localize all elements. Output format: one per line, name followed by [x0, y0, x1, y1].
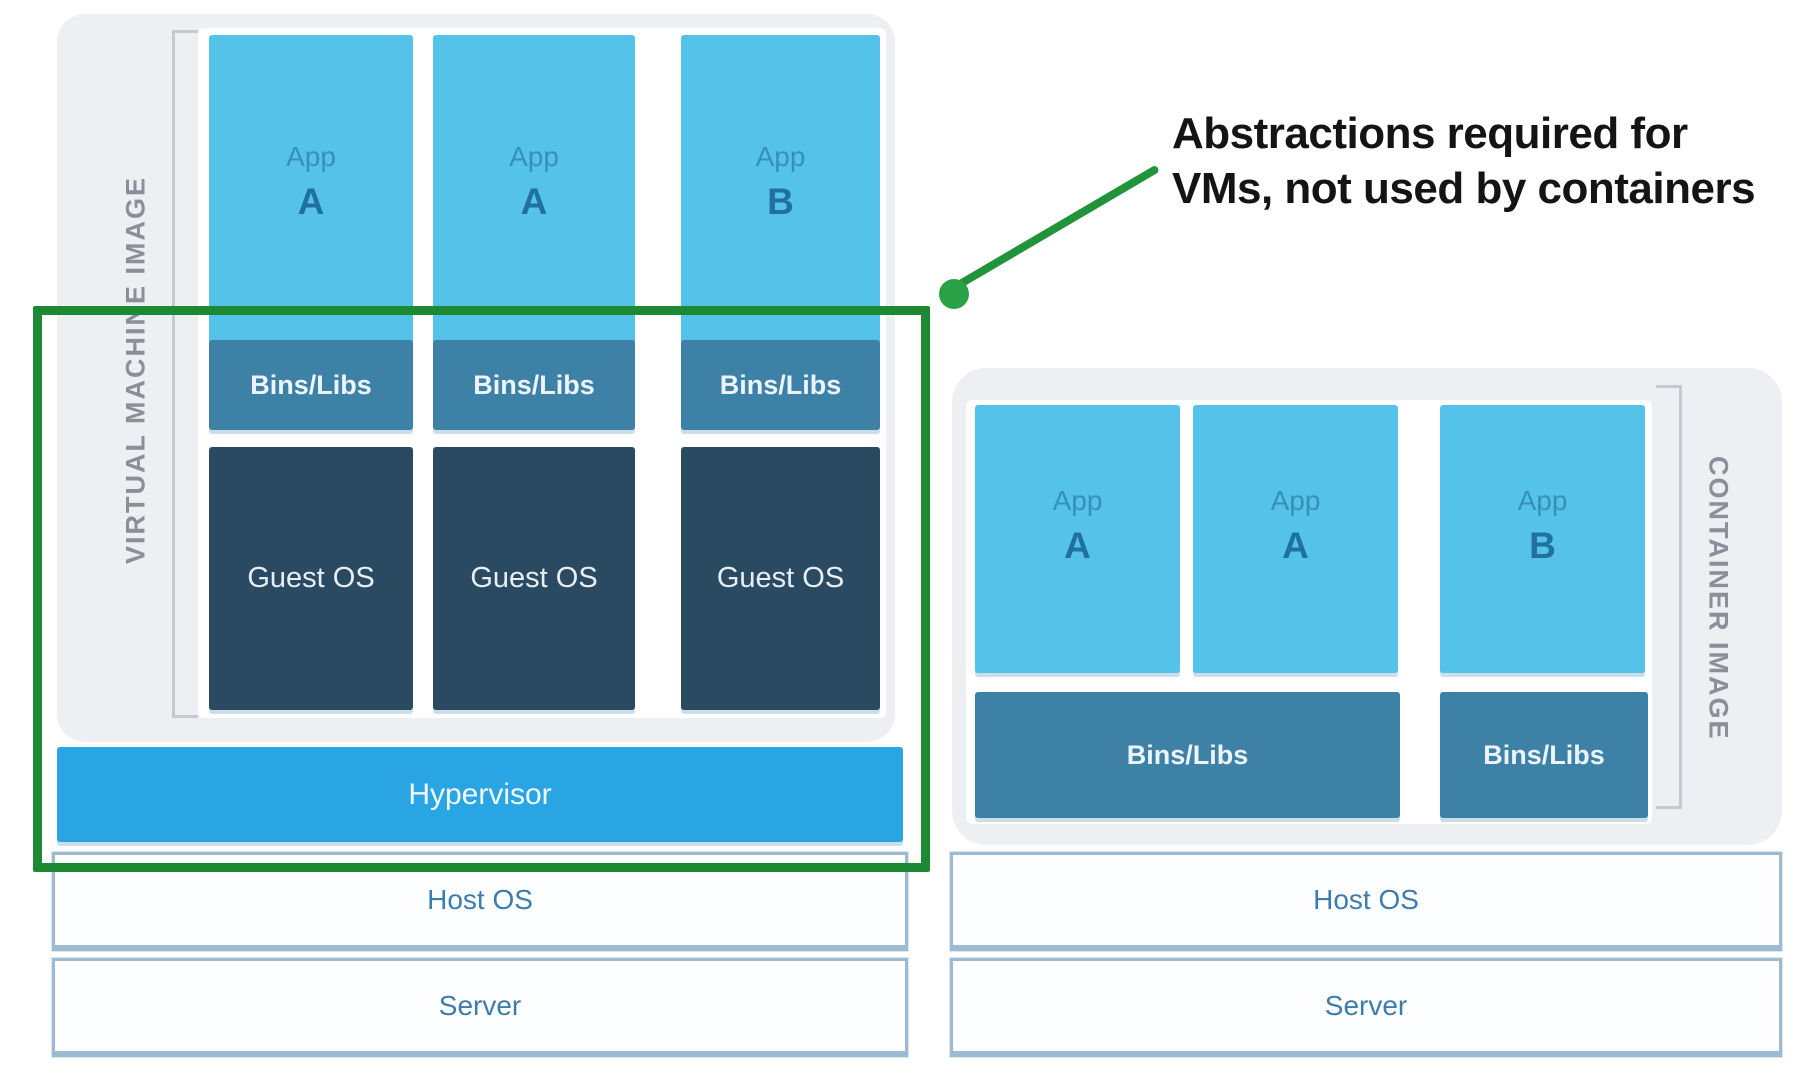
hypervisor-block: Hypervisor — [57, 747, 903, 842]
app-letter: B — [1529, 525, 1556, 566]
annotation-text: Abstractions required for VMs, not used … — [1172, 106, 1756, 216]
vm-guest-os-block-3: Guest OS — [681, 447, 880, 710]
guest-os-label: Guest OS — [470, 562, 598, 594]
bins-libs-label: Bins/Libs — [719, 369, 842, 400]
vm-abstraction-highlight-rect — [33, 306, 930, 872]
app-word: App — [1052, 485, 1103, 516]
app-letter: A — [1282, 525, 1309, 566]
app-word: App — [509, 140, 559, 172]
vm-column-1: App A Bins/Libs Guest OS — [209, 0, 413, 1069]
annotation-connector-line — [947, 164, 1160, 294]
app-word: App — [286, 140, 336, 172]
annotation-connector-dot — [939, 279, 969, 309]
app-letter: A — [1064, 525, 1091, 566]
vm-bins-block-2: Bins/Libs — [433, 340, 635, 430]
container-bins-single-block: Bins/Libs — [1440, 692, 1648, 818]
container-app-block-3: App B — [1440, 405, 1645, 673]
bins-libs-label: Bins/Libs — [473, 369, 595, 400]
container-side-label: CONTAINER IMAGE — [1703, 455, 1734, 741]
server-label: Server — [438, 990, 522, 1021]
guest-os-label: Guest OS — [716, 562, 845, 594]
app-letter: A — [297, 180, 325, 222]
hypervisor-label: Hypervisor — [408, 777, 552, 811]
container-app-block-2: App A — [1193, 405, 1398, 673]
guest-os-label: Guest OS — [247, 562, 375, 594]
vm-guest-os-block-2: Guest OS — [433, 447, 635, 710]
vm-column-3: App B Bins/Libs Guest OS — [681, 0, 880, 1069]
vm-app-block-3: App B — [681, 35, 880, 354]
app-word: App — [755, 140, 806, 172]
bins-libs-label: Bins/Libs — [250, 369, 372, 400]
vm-bins-block-1: Bins/Libs — [209, 340, 413, 430]
vm-server-bar: Server — [52, 958, 908, 1057]
vm-app-block-1: App A — [209, 35, 413, 354]
vm-bracket — [172, 30, 198, 718]
annotation-line-1: Abstractions required for — [1172, 109, 1688, 158]
host-os-label: Host OS — [1313, 884, 1419, 915]
vm-bins-block-3: Bins/Libs — [681, 340, 880, 430]
app-word: App — [1517, 485, 1568, 516]
container-bracket — [1656, 385, 1682, 809]
bins-libs-label: Bins/Libs — [1483, 739, 1605, 770]
app-letter: A — [520, 180, 548, 222]
container-host-os-bar: Host OS — [950, 852, 1782, 951]
server-label: Server — [1324, 990, 1408, 1021]
container-server-bar: Server — [950, 958, 1782, 1057]
annotation-line-2: VMs, not used by containers — [1172, 164, 1756, 213]
app-letter: B — [767, 180, 794, 222]
vm-app-block-2: App A — [433, 35, 635, 354]
container-app-block-1: App A — [975, 405, 1180, 673]
app-word: App — [1270, 485, 1321, 516]
vm-column-2: App A Bins/Libs Guest OS — [433, 0, 635, 1069]
vm-guest-os-block-1: Guest OS — [209, 447, 413, 710]
container-bins-shared-block: Bins/Libs — [975, 692, 1400, 818]
host-os-label: Host OS — [427, 884, 533, 915]
bins-libs-label: Bins/Libs — [1126, 739, 1249, 770]
